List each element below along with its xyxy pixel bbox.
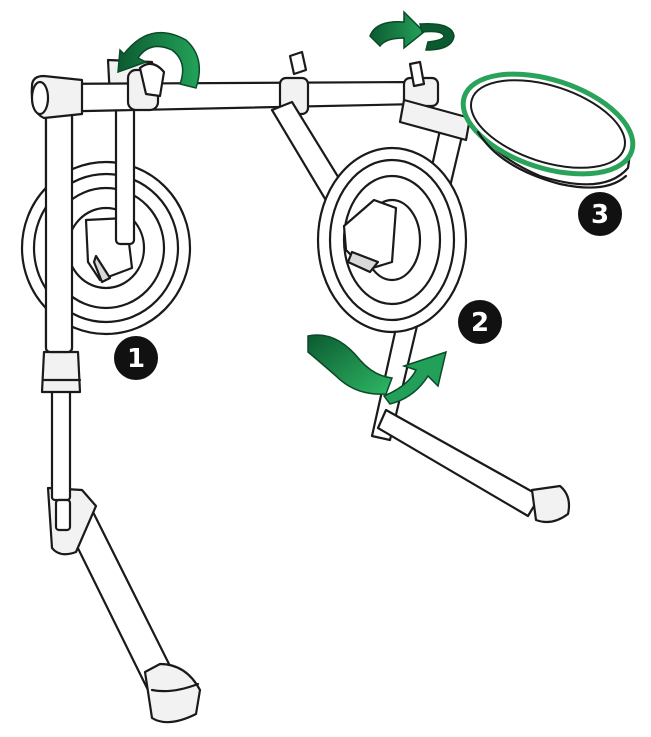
- top-horizontal-bar: [32, 52, 438, 118]
- callout-3: 3: [578, 192, 622, 236]
- rotate-arrow-bottom-icon: [308, 335, 446, 404]
- pad-2: [318, 148, 466, 332]
- callout-3-label: 3: [591, 200, 609, 230]
- rotate-arrow-top-right-icon: [370, 12, 454, 50]
- pad-3: [451, 55, 646, 193]
- callout-2-label: 2: [471, 308, 489, 338]
- callout-1-label: 1: [127, 344, 145, 374]
- left-clamp: [128, 64, 164, 110]
- callout-1: 1: [114, 336, 158, 380]
- callout-2: 2: [458, 300, 502, 344]
